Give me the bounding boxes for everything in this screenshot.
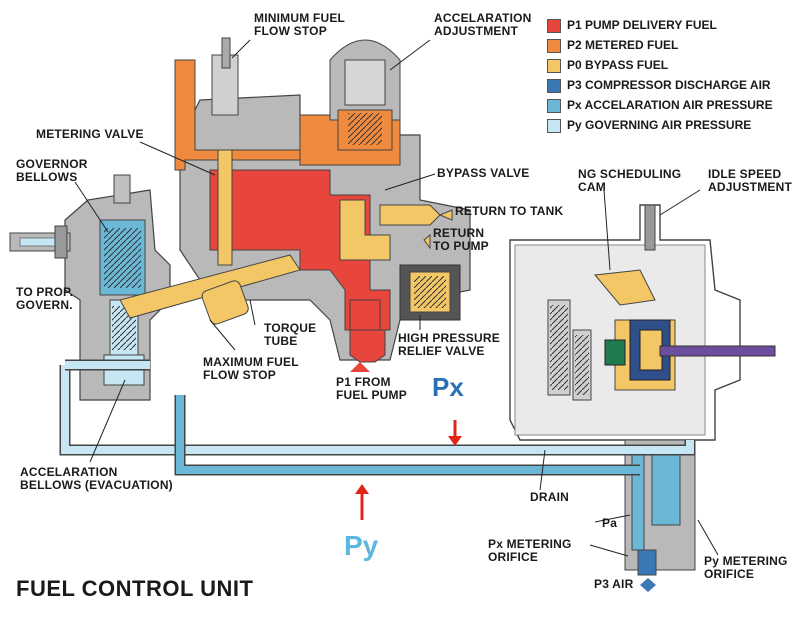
legend-item-p2: P2 METERED FUEL [547,36,797,56]
label-line: FLOW STOP [203,368,276,382]
label-line: ORIFICE [704,567,755,581]
label-line: TUBE [264,334,298,348]
legend-swatch-p3 [547,79,561,93]
label-bypass-valve: BYPASS VALVE [437,167,529,180]
label-line: MAXIMUM FUEL [203,355,299,369]
legend-label: P0 BYPASS FUEL [567,58,669,72]
label-line: Py METERING [704,554,788,568]
label-px-metering-orifice: Px METERING ORIFICE [488,538,572,564]
label-line: P1 FROM [336,375,391,389]
label-line: GOVERN. [16,298,73,312]
label-pa: Pa [602,517,617,530]
label-line: GOVERNOR [16,157,88,171]
label-line: ORIFICE [488,550,539,564]
label-ng-scheduling-cam: NG SCHEDULING CAM [578,168,681,194]
legend-swatch-p1 [547,19,561,33]
py-pressure-label: Py [344,530,379,561]
label-line: BYPASS VALVE [437,166,530,180]
label-line: Px METERING [488,537,572,551]
label-line: ADJUSTMENT [434,24,519,38]
label-minimum-fuel-flow-stop: MINIMUM FUEL FLOW STOP [254,12,345,38]
legend-swatch-px [547,99,561,113]
label-idle-speed-adjustment: IDLE SPEED ADJUSTMENT [708,168,792,194]
metering-valve-body [119,37,471,363]
air-pipes [59,359,696,476]
legend-label: P3 COMPRESSOR DISCHARGE AIR [567,78,771,92]
label-line: Pa [602,516,618,530]
legend-label: P1 PUMP DELIVERY FUEL [567,18,717,32]
label-governor-bellows: GOVERNOR BELLOWS [16,158,88,184]
label-line: ACCELARATION [20,465,118,479]
label-line: METERING VALVE [36,127,144,141]
label-torque-tube: TORQUE TUBE [264,322,316,348]
label-maximum-fuel-flow-stop: MAXIMUM FUEL FLOW STOP [203,356,299,382]
ng-scheduling-housing [509,204,776,576]
label-accelaration-bellows: ACCELARATION BELLOWS (EVACUATION) [20,466,173,492]
label-line: FLOW STOP [254,24,327,38]
legend: P1 PUMP DELIVERY FUEL P2 METERED FUEL P0… [547,16,797,136]
legend-swatch-p2 [547,39,561,53]
leader-lines [74,39,719,557]
label-line: BELLOWS [16,170,78,184]
legend-item-py: Py GOVERNING AIR PRESSURE [547,116,797,136]
direction-arrows [350,209,656,592]
label-line: NG SCHEDULING [578,167,682,181]
label-drain: DRAIN [530,491,569,504]
label-line: FUEL PUMP [336,388,407,402]
label-line: TO PROP. [16,285,74,299]
label-to-prop-govern: TO PROP. GOVERN. [16,286,73,312]
label-metering-valve: METERING VALVE [36,128,144,141]
label-line: CAM [578,180,606,194]
label-line: RETURN TO TANK [455,204,564,218]
label-line: ADJUSTMENT [708,180,793,194]
legend-item-p3: P3 COMPRESSOR DISCHARGE AIR [547,76,797,96]
label-line: DRAIN [530,490,569,504]
to-prop-govern-pipe [9,225,71,259]
label-high-pressure-relief-valve: HIGH PRESSURE RELIEF VALVE [398,332,500,358]
label-py-metering-orifice: Py METERING ORIFICE [704,555,788,581]
label-line: P3 AIR [594,577,634,591]
label-line: TORQUE [264,321,317,335]
px-pressure-label: Px [432,372,464,402]
page-title: FUEL CONTROL UNIT [16,576,254,601]
label-return-to-tank: RETURN TO TANK [455,205,563,218]
label-line: MINIMUM FUEL [254,11,346,25]
legend-swatch-py [547,119,561,133]
legend-item-p0: P0 BYPASS FUEL [547,56,797,76]
label-p3-air: P3 AIR [594,578,633,591]
legend-swatch-p0 [547,59,561,73]
label-return-to-pump: RETURN TO PUMP [433,227,489,253]
label-line: TO PUMP [433,239,489,253]
label-line: BELLOWS (EVACUATION) [20,478,173,492]
label-line: ACCELARATION [434,11,532,25]
label-line: RETURN [433,226,485,240]
label-line: HIGH PRESSURE [398,331,500,345]
label-line: RELIEF VALVE [398,344,485,358]
label-accelaration-adjustment: ACCELARATION ADJUSTMENT [434,12,532,38]
label-line: IDLE SPEED [708,167,782,181]
legend-item-px: Px ACCELARATION AIR PRESSURE [547,96,797,116]
label-p1-from-fuel-pump: P1 FROM FUEL PUMP [336,376,407,402]
legend-label: P2 METERED FUEL [567,38,679,52]
legend-label: Py GOVERNING AIR PRESSURE [567,118,752,132]
legend-label: Px ACCELARATION AIR PRESSURE [567,98,773,112]
legend-item-p1: P1 PUMP DELIVERY FUEL [547,16,797,36]
